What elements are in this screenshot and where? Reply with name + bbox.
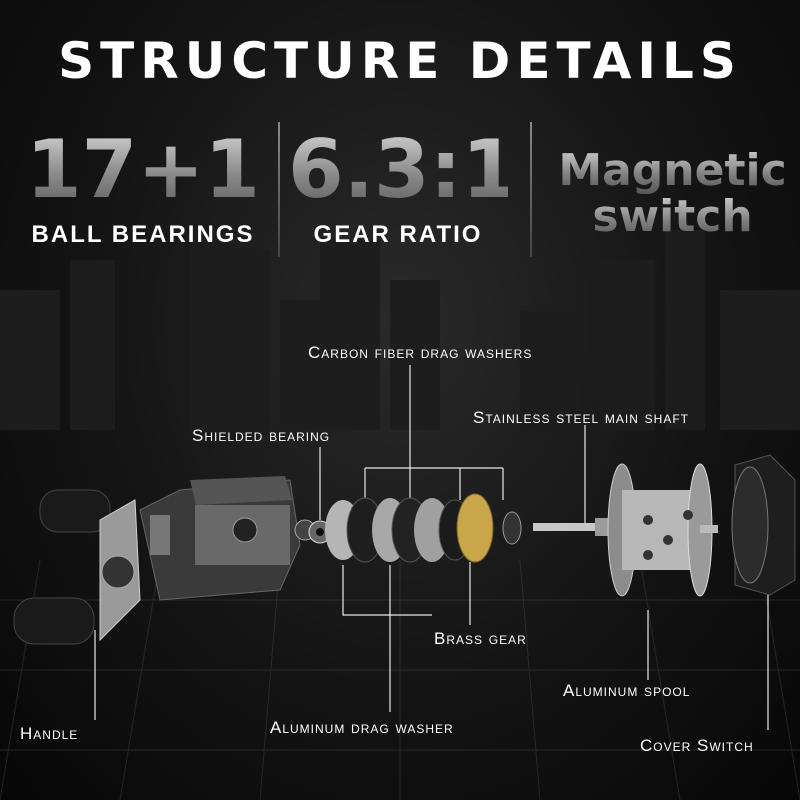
label-cover-switch: Cover Switch — [640, 736, 754, 755]
cover-switch-icon — [731, 454, 796, 596]
spec-value: 17+1 — [18, 125, 268, 215]
spec-label: BALL BEARINGS — [31, 221, 255, 248]
spec-magnetic-switch: Magnetic switch — [555, 148, 790, 240]
spec-value-line2: switch — [555, 194, 790, 240]
spec-label: GEAR RATIO — [313, 221, 483, 248]
label-brass-gear: Brass gear — [434, 629, 527, 648]
handle-icon — [13, 489, 141, 645]
label-handle: Handle — [20, 724, 79, 743]
leader-lines — [94, 365, 769, 730]
label-aluminum-drag-washer: Aluminum drag washer — [270, 718, 454, 737]
divider — [278, 122, 280, 257]
page-title: STRUCTURE DETAILS — [58, 32, 742, 90]
label-main-shaft: Stainless steel main shaft — [473, 408, 689, 427]
spec-gear-ratio: 6.3:1 GEAR RATIO — [288, 123, 518, 249]
main-shaft-icon — [533, 518, 613, 536]
spec-value: 6.3:1 — [288, 123, 518, 216]
drag-washers-icon — [325, 493, 522, 563]
reel-body-icon — [139, 476, 301, 601]
label-aluminum-spool: Aluminum spool — [563, 681, 691, 700]
city-skyline-background — [0, 230, 800, 430]
label-shielded-bearing: Shielded bearing — [192, 426, 331, 445]
spec-value-line1: Magnetic — [555, 148, 790, 194]
label-carbon-drag-washers: Carbon fiber drag washers — [308, 343, 533, 362]
aluminum-spool-icon — [607, 463, 718, 597]
spec-ball-bearings: 17+1 BALL BEARINGS — [18, 125, 268, 249]
divider — [530, 122, 532, 257]
